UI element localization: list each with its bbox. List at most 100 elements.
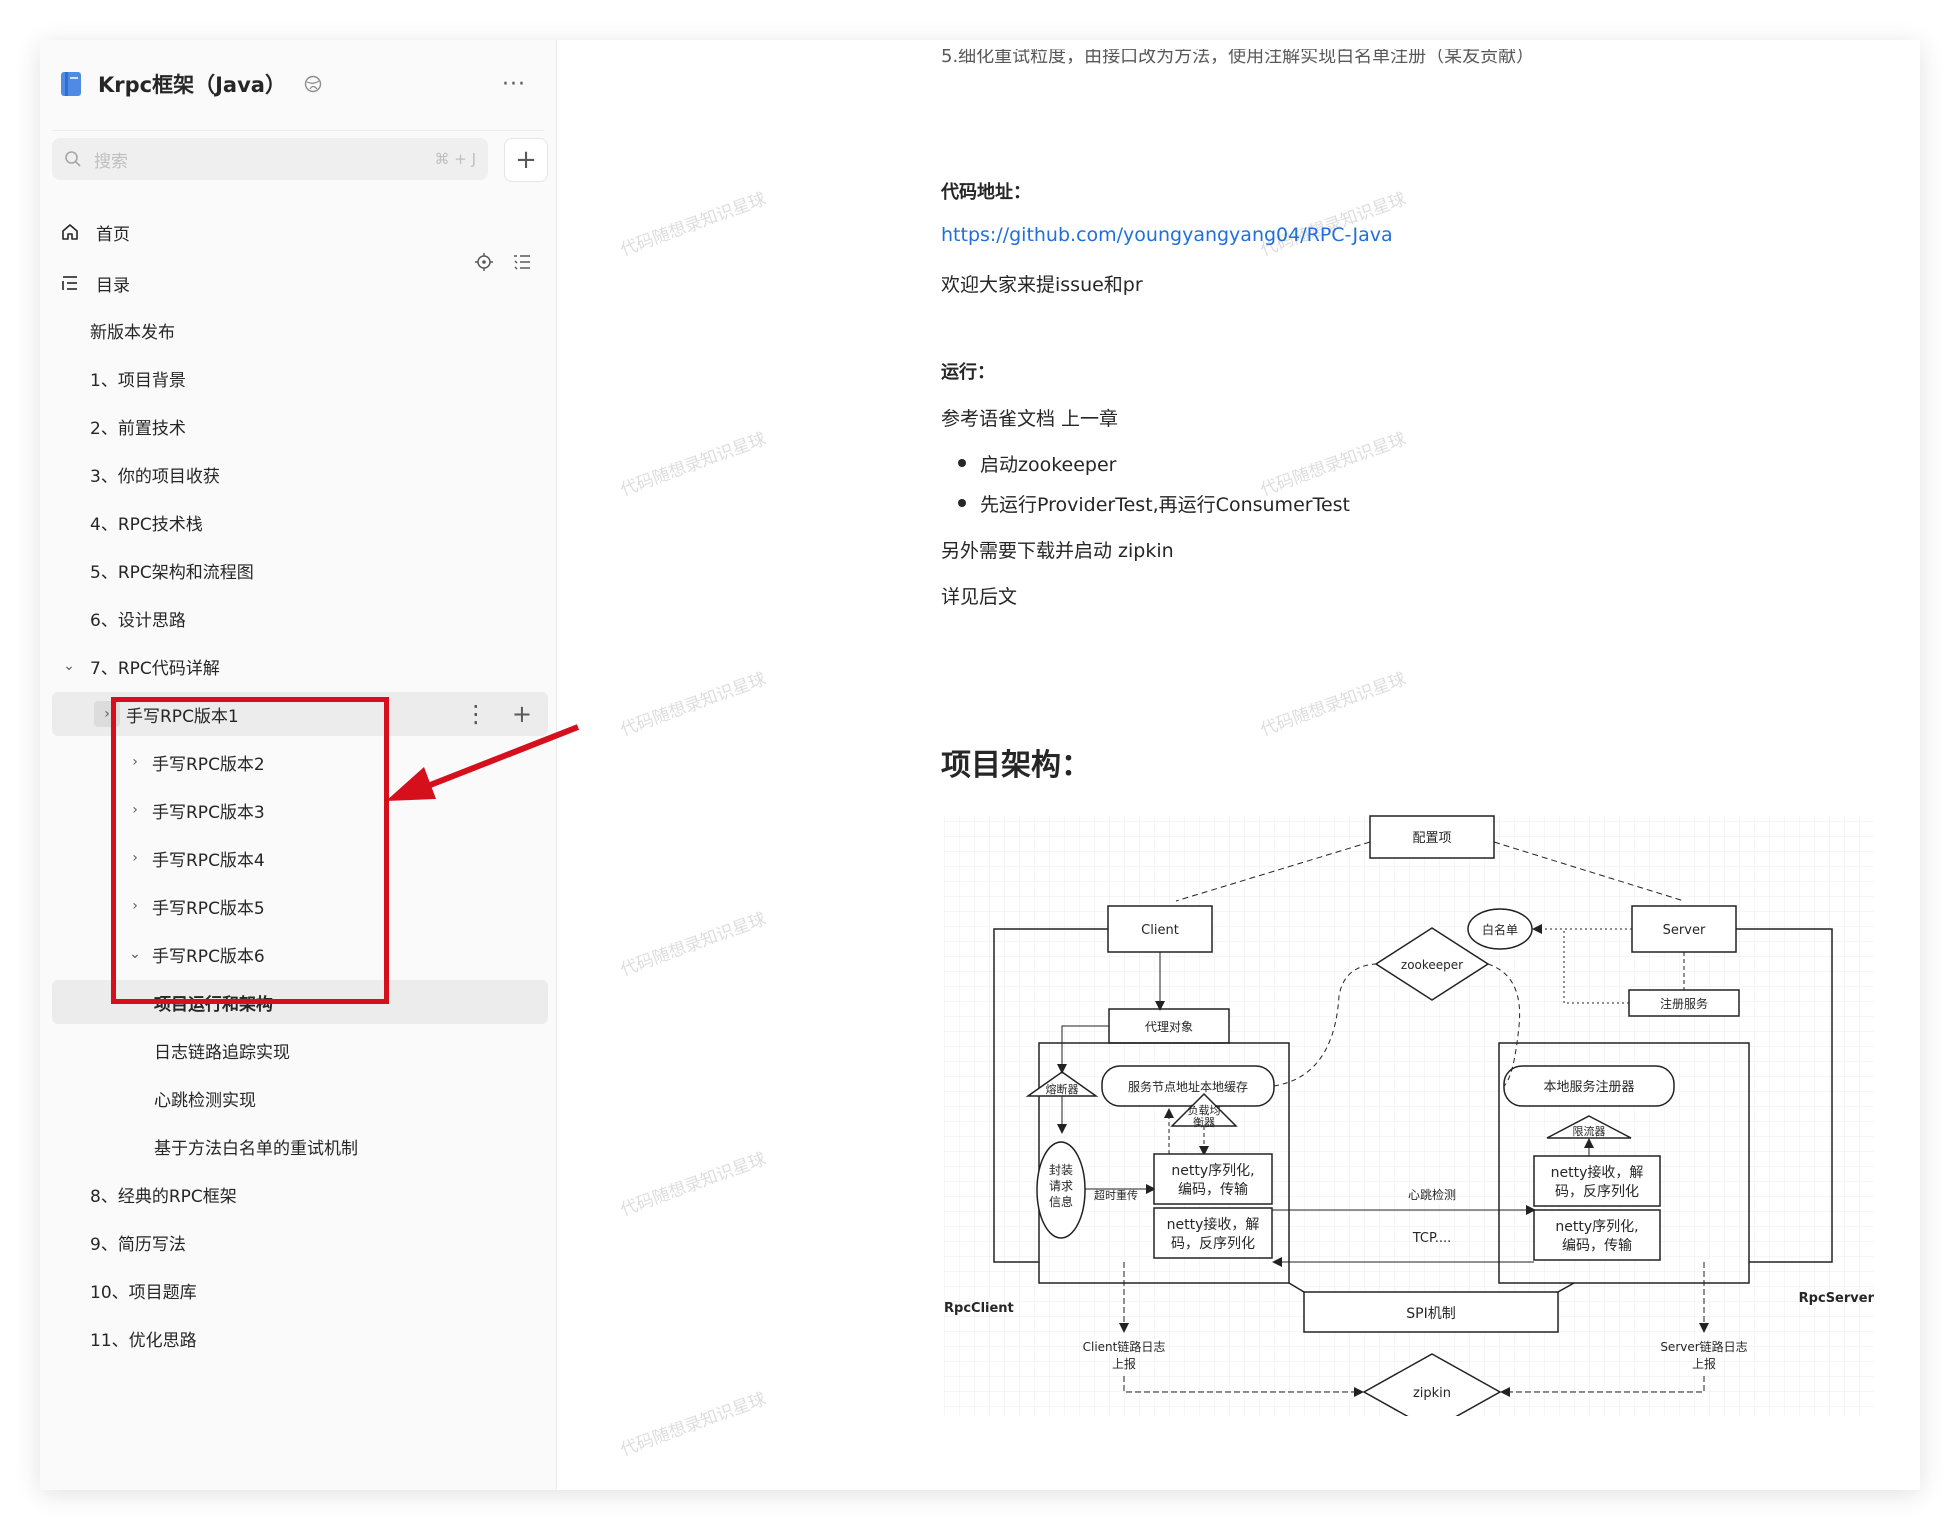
- toc-item[interactable]: 11、优化思路: [90, 1316, 197, 1360]
- diagram-lb-1: 负载均: [1188, 1103, 1221, 1117]
- diagram-netty-s2-2: 编码，传输: [1562, 1238, 1632, 1254]
- item-actions: ⋮ +: [464, 700, 532, 728]
- sidebar: Krpc框架（Java） ··· 搜索 ⌘ + J + 首页: [40, 40, 557, 1490]
- cut-line: 5.细化重试粒度，由接口改为方法，使用注解实现白名单注册（某友贡献）: [941, 46, 1535, 67]
- watermark: 代码随想录知识星球: [618, 189, 769, 261]
- diagram-spi: SPI机制: [1406, 1306, 1455, 1322]
- toc-item-label: 心跳检测实现: [154, 1090, 256, 1111]
- toc-item-label: 手写RPC版本6: [152, 946, 265, 967]
- bullet-dot: [958, 459, 966, 467]
- toc-item[interactable]: › 手写RPC版本3: [126, 788, 265, 832]
- toc-item[interactable]: 5、RPC架构和流程图: [90, 548, 254, 592]
- diagram-tcp: TCP....: [1412, 1231, 1452, 1246]
- toc-item[interactable]: 3、你的项目收获: [90, 452, 220, 496]
- watermark: 代码随想录知识星球: [618, 669, 769, 741]
- book-icon: [61, 72, 81, 96]
- diagram-zipkin: zipkin: [1413, 1386, 1451, 1401]
- toc-item[interactable]: 6、设计思路: [90, 596, 186, 640]
- chevron-down-icon[interactable]: ⌄: [63, 658, 75, 674]
- toc-item-label: 1、项目背景: [90, 370, 186, 391]
- diagram-netty-s2-1: netty序列化,: [1555, 1219, 1638, 1235]
- toc-item-expanded[interactable]: ⌄ 手写RPC版本6: [126, 932, 265, 976]
- diagram-netty-s1-2: 码，反序列化: [1555, 1184, 1639, 1200]
- add-child-icon[interactable]: +: [511, 700, 532, 728]
- zipkin-note: 另外需要下载并启动 zipkin: [941, 540, 1174, 562]
- chevron-right-icon[interactable]: ›: [132, 802, 138, 818]
- toc-item[interactable]: › 手写RPC版本2: [126, 740, 265, 784]
- toc-item[interactable]: 日志链路追踪实现: [154, 1028, 290, 1072]
- home-icon: [62, 224, 78, 240]
- toc-item-label: 手写RPC版本5: [152, 898, 265, 919]
- diagram-wrap-1: 封装: [1049, 1163, 1073, 1177]
- nav-toc[interactable]: 目录: [60, 263, 130, 303]
- toc-icon: [62, 276, 77, 290]
- diagram-heartbeat: 心跳检测: [1408, 1187, 1456, 1202]
- highlight-box: [111, 697, 389, 1004]
- toc-item[interactable]: › 手写RPC版本4: [126, 836, 265, 880]
- book-title[interactable]: Krpc框架（Java）: [98, 73, 286, 97]
- code-address-label: 代码地址：: [941, 182, 1031, 203]
- diagram-client-log-1: Client链路日志: [1083, 1339, 1166, 1354]
- diagram-netty-s1-1: netty接收，解: [1551, 1164, 1644, 1181]
- watermark: 代码随想录知识星球: [618, 1389, 769, 1461]
- toc-item-label: 日志链路追踪实现: [154, 1042, 290, 1063]
- diagram-proxy: 代理对象: [1145, 1020, 1193, 1034]
- diagram-client: Client: [1141, 923, 1179, 938]
- toc-item-label: 3、你的项目收获: [90, 466, 220, 487]
- locate-icon[interactable]: [474, 252, 494, 272]
- toc-item-label: 6、设计思路: [90, 610, 186, 631]
- diagram-wrap-3: 信息: [1049, 1194, 1073, 1209]
- toc-item[interactable]: › 手写RPC版本5: [126, 884, 265, 928]
- toc-tools: [474, 252, 532, 272]
- diagram-server: Server: [1663, 923, 1706, 938]
- toc-item-label: 手写RPC版本4: [152, 850, 265, 871]
- diagram-retry: 超时重传: [1094, 1188, 1138, 1202]
- toc-item[interactable]: 2、前置技术: [90, 404, 186, 448]
- more-icon[interactable]: ···: [502, 71, 526, 97]
- toc-item[interactable]: 新版本发布: [90, 308, 175, 352]
- globe-icon[interactable]: [304, 75, 322, 93]
- diagram-local-registry: 本地服务注册器: [1543, 1079, 1634, 1095]
- diagram-netty-c2-1: netty接收，解: [1167, 1216, 1260, 1233]
- toc-item-label: 10、项目题库: [90, 1282, 197, 1303]
- diagram-server-log-1: Server链路日志: [1660, 1339, 1747, 1354]
- collapse-list-icon[interactable]: [512, 252, 532, 272]
- more-vertical-icon[interactable]: ⋮: [463, 700, 488, 728]
- toc-item-expanded[interactable]: ⌄ 7、RPC代码详解: [60, 644, 220, 688]
- chevron-right-icon[interactable]: ›: [132, 754, 138, 770]
- architecture-diagram: 配置项 Client Server 白名单 zookeeper 注册服务 代理对…: [944, 815, 1874, 1416]
- search-icon: [65, 151, 81, 167]
- diagram-rpc-client: RpcClient: [944, 1301, 1014, 1316]
- toc-item[interactable]: 1、项目背景: [90, 356, 186, 400]
- diagram-client-log-2: 上报: [1112, 1356, 1136, 1371]
- nav-home[interactable]: 首页: [60, 212, 130, 252]
- toc-item-label: 9、简历写法: [90, 1234, 186, 1255]
- search-input[interactable]: 搜索 ⌘ + J: [52, 138, 488, 180]
- reference-text: 参考语雀文档 上一章: [941, 408, 1119, 430]
- book-header: Krpc框架（Java） ···: [60, 58, 536, 110]
- chevron-right-icon[interactable]: ›: [132, 898, 138, 914]
- diagram-rpc-server: RpcServer: [1799, 1291, 1874, 1306]
- toc-item[interactable]: 9、简历写法: [90, 1220, 186, 1264]
- search-shortcut: ⌘ + J: [434, 150, 476, 168]
- toc-item-label: 4、RPC技术栈: [90, 514, 203, 535]
- github-link[interactable]: https://github.com/youngyangyang04/RPC-J…: [941, 224, 1393, 246]
- nav-toc-label: 目录: [96, 275, 130, 296]
- toc-item-label: 手写RPC版本2: [152, 754, 265, 775]
- toc-item[interactable]: 基于方法白名单的重试机制: [154, 1124, 358, 1168]
- bullet-item: 先运行ProviderTest,再运行ConsumerTest: [980, 494, 1350, 516]
- toc-item[interactable]: 心跳检测实现: [154, 1076, 256, 1120]
- toc-item[interactable]: 10、项目题库: [90, 1268, 197, 1312]
- chevron-right-icon[interactable]: ›: [132, 850, 138, 866]
- toc-item[interactable]: 8、经典的RPC框架: [90, 1172, 237, 1216]
- toc-item-label: 7、RPC代码详解: [90, 658, 220, 679]
- diagram-cache: 服务节点地址本地缓存: [1128, 1079, 1248, 1094]
- welcome-text: 欢迎大家来提issue和pr: [941, 274, 1143, 296]
- toc-item[interactable]: 4、RPC技术栈: [90, 500, 203, 544]
- diagram-zookeeper: zookeeper: [1401, 958, 1463, 972]
- bullet-dot: [958, 499, 966, 507]
- watermark: 代码随想录知识星球: [618, 429, 769, 501]
- chevron-down-icon[interactable]: ⌄: [129, 946, 141, 962]
- add-button[interactable]: +: [504, 138, 548, 182]
- see-below: 详见后文: [941, 586, 1018, 608]
